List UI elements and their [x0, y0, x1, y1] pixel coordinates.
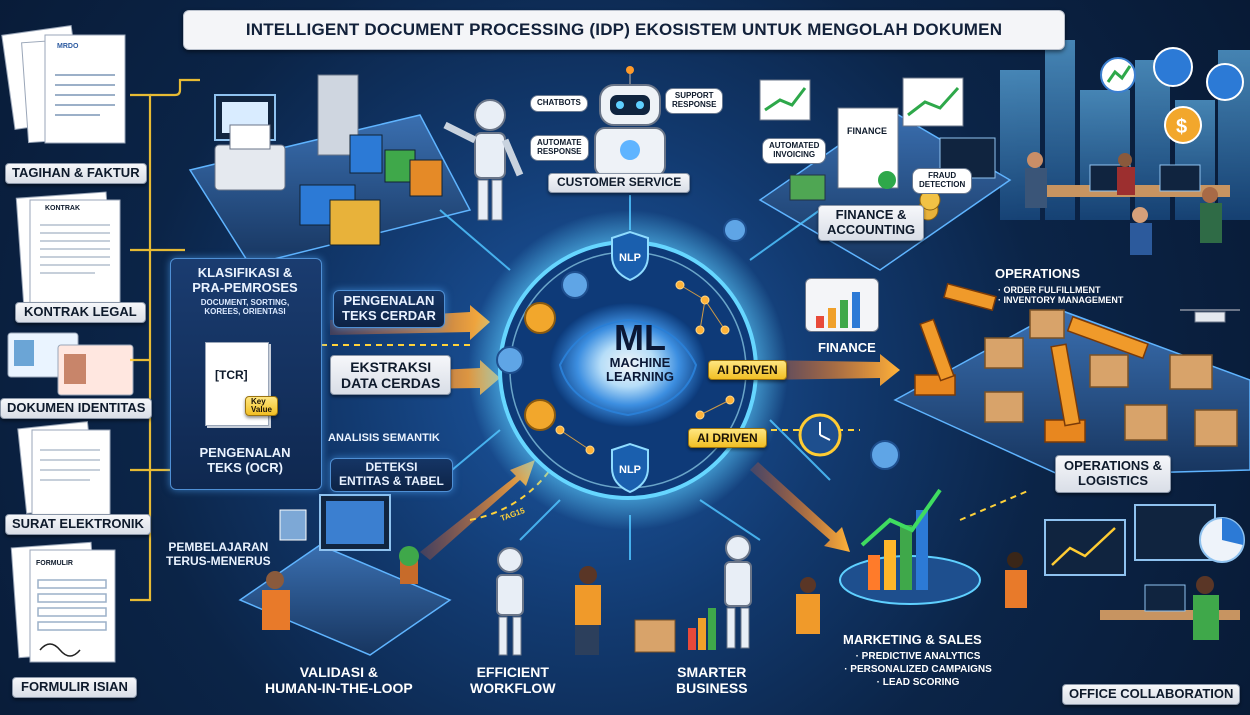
ai-driven-badge-2: AI DRIVEN [688, 428, 767, 448]
page-title: INTELLIGENT DOCUMENT PROCESSING (IDP) EK… [183, 10, 1065, 50]
bubble-support: SUPPORT RESPONSE [665, 88, 724, 114]
label-smarter: SMARTER BUSINESS [676, 664, 748, 696]
nlp-badge-top: NLP [619, 252, 641, 264]
chart-icon [812, 288, 872, 328]
input-documents [1, 25, 134, 663]
ml-title: ML [614, 317, 666, 358]
dollar-icon [1164, 106, 1202, 144]
label-analisis: ANALISIS SEMANTIK [328, 432, 440, 444]
marketing-platform [796, 488, 1027, 634]
bubble-automate: AUTOMATE RESPONSE [530, 135, 589, 161]
robot-arm-icon [1044, 315, 1149, 443]
label-efficient: EFFICIENT WORKFLOW [470, 664, 556, 696]
operations-platform [893, 282, 1250, 476]
chart-icon [902, 77, 964, 127]
workstation-platform [238, 494, 452, 656]
ml-subtitle: MACHINE LEARNING [606, 355, 674, 385]
nlp-badge-bottom: NLP [619, 464, 641, 476]
marketing-items: · PREDICTIVE ANALYTICS · PERSONALIZED CA… [844, 651, 992, 688]
bin-icon [329, 199, 381, 246]
label-finance-accounting: FINANCE & ACCOUNTING [818, 205, 925, 241]
network-icon [1206, 63, 1244, 101]
office-workers [1025, 152, 1230, 255]
bubble-fraud: FRAUD DETECTION [912, 168, 973, 194]
city-skyline [1000, 40, 1250, 220]
label-ocr: PENGENALAN TEKS (OCR) [199, 445, 291, 475]
label-pengenalan-cerdas: PENGENALAN TEKS CERDAR [333, 290, 445, 328]
label-deteksi: DETEKSI ENTITAS & TABEL [330, 458, 453, 492]
label-identitas: DOKUMEN IDENTITAS [0, 398, 153, 419]
monitor-icon [1044, 519, 1126, 576]
label-ekstraksi: EKSTRAKSI DATA CERDAS [330, 355, 452, 396]
office-collab [1044, 504, 1245, 640]
doc-formulir-header: FORMULIR [36, 560, 73, 567]
operations-items: · ORDER FULFILLMENT · INVENTORY MANAGEME… [998, 285, 1124, 305]
label-pembelajaran: PEMBELAJARAN TERUS-MENERUS [166, 540, 271, 568]
svg-text:$: $ [1176, 116, 1187, 138]
ai-driven-badge-1: AI DRIVEN [708, 360, 787, 380]
gear-icon [524, 302, 556, 431]
label-operations-logistics: OPERATIONS & LOGISTICS [1055, 455, 1171, 493]
invoice-logo: MRDO [57, 43, 79, 50]
doc-kontrak-header: KONTRAK [45, 205, 80, 212]
finance-doc-label: FINANCE [847, 126, 887, 136]
customer-service-robot [594, 66, 666, 177]
robot-arm-icon [914, 282, 997, 396]
label-formulir: FORMULIR ISIAN [12, 677, 137, 698]
clock-icon [798, 413, 842, 457]
box-icon [984, 309, 1238, 447]
drone-icon [1180, 309, 1240, 323]
globe-icon [1153, 47, 1193, 87]
bubble-automated-invoicing: AUTOMATED INVOICING [762, 138, 827, 164]
label-klasifikasi-sub: DOCUMENT, SORTING, KOREES, ORIENTASI [200, 298, 290, 316]
label-marketing: MARKETING & SALES [843, 632, 982, 647]
label-klasifikasi: KLASIFIKASI & PRA-PEMROSES [192, 265, 298, 295]
label-validasi: VALIDASI & HUMAN-IN-THE-LOOP [265, 664, 413, 696]
bin-icon [349, 134, 383, 174]
chart-icon [759, 79, 811, 121]
gear-icon [496, 271, 589, 374]
label-finance: FINANCE [818, 340, 876, 355]
label-office: OFFICE COLLABORATION [1062, 684, 1241, 705]
core-label: ML MACHINE LEARNING [565, 320, 715, 385]
robot-icon [443, 99, 524, 221]
label-customer-service: CUSTOMER SERVICE [548, 173, 691, 193]
bubble-chatbots: CHATBOTS [530, 95, 588, 112]
label-operations: OPERATIONS [995, 266, 1080, 281]
bin-icon [409, 159, 443, 197]
top-right-icons: $ [1100, 47, 1244, 144]
brain-icon [550, 303, 706, 427]
finance-platform [758, 77, 1012, 271]
printer-icon [214, 144, 286, 191]
label-kontrak: KONTRAK LEGAL [15, 302, 146, 323]
key-value-tag: Key Value [245, 396, 278, 416]
label-surat: SURAT ELEKTRONIK [5, 514, 151, 535]
gear-icon [723, 218, 900, 470]
label-tagihan: TAGIHAN & FAKTUR [5, 163, 147, 184]
printing-platform [188, 74, 472, 266]
shield-icon [611, 230, 649, 494]
label-tcr: [TCR] [215, 368, 248, 382]
bottom-robots [496, 535, 752, 656]
